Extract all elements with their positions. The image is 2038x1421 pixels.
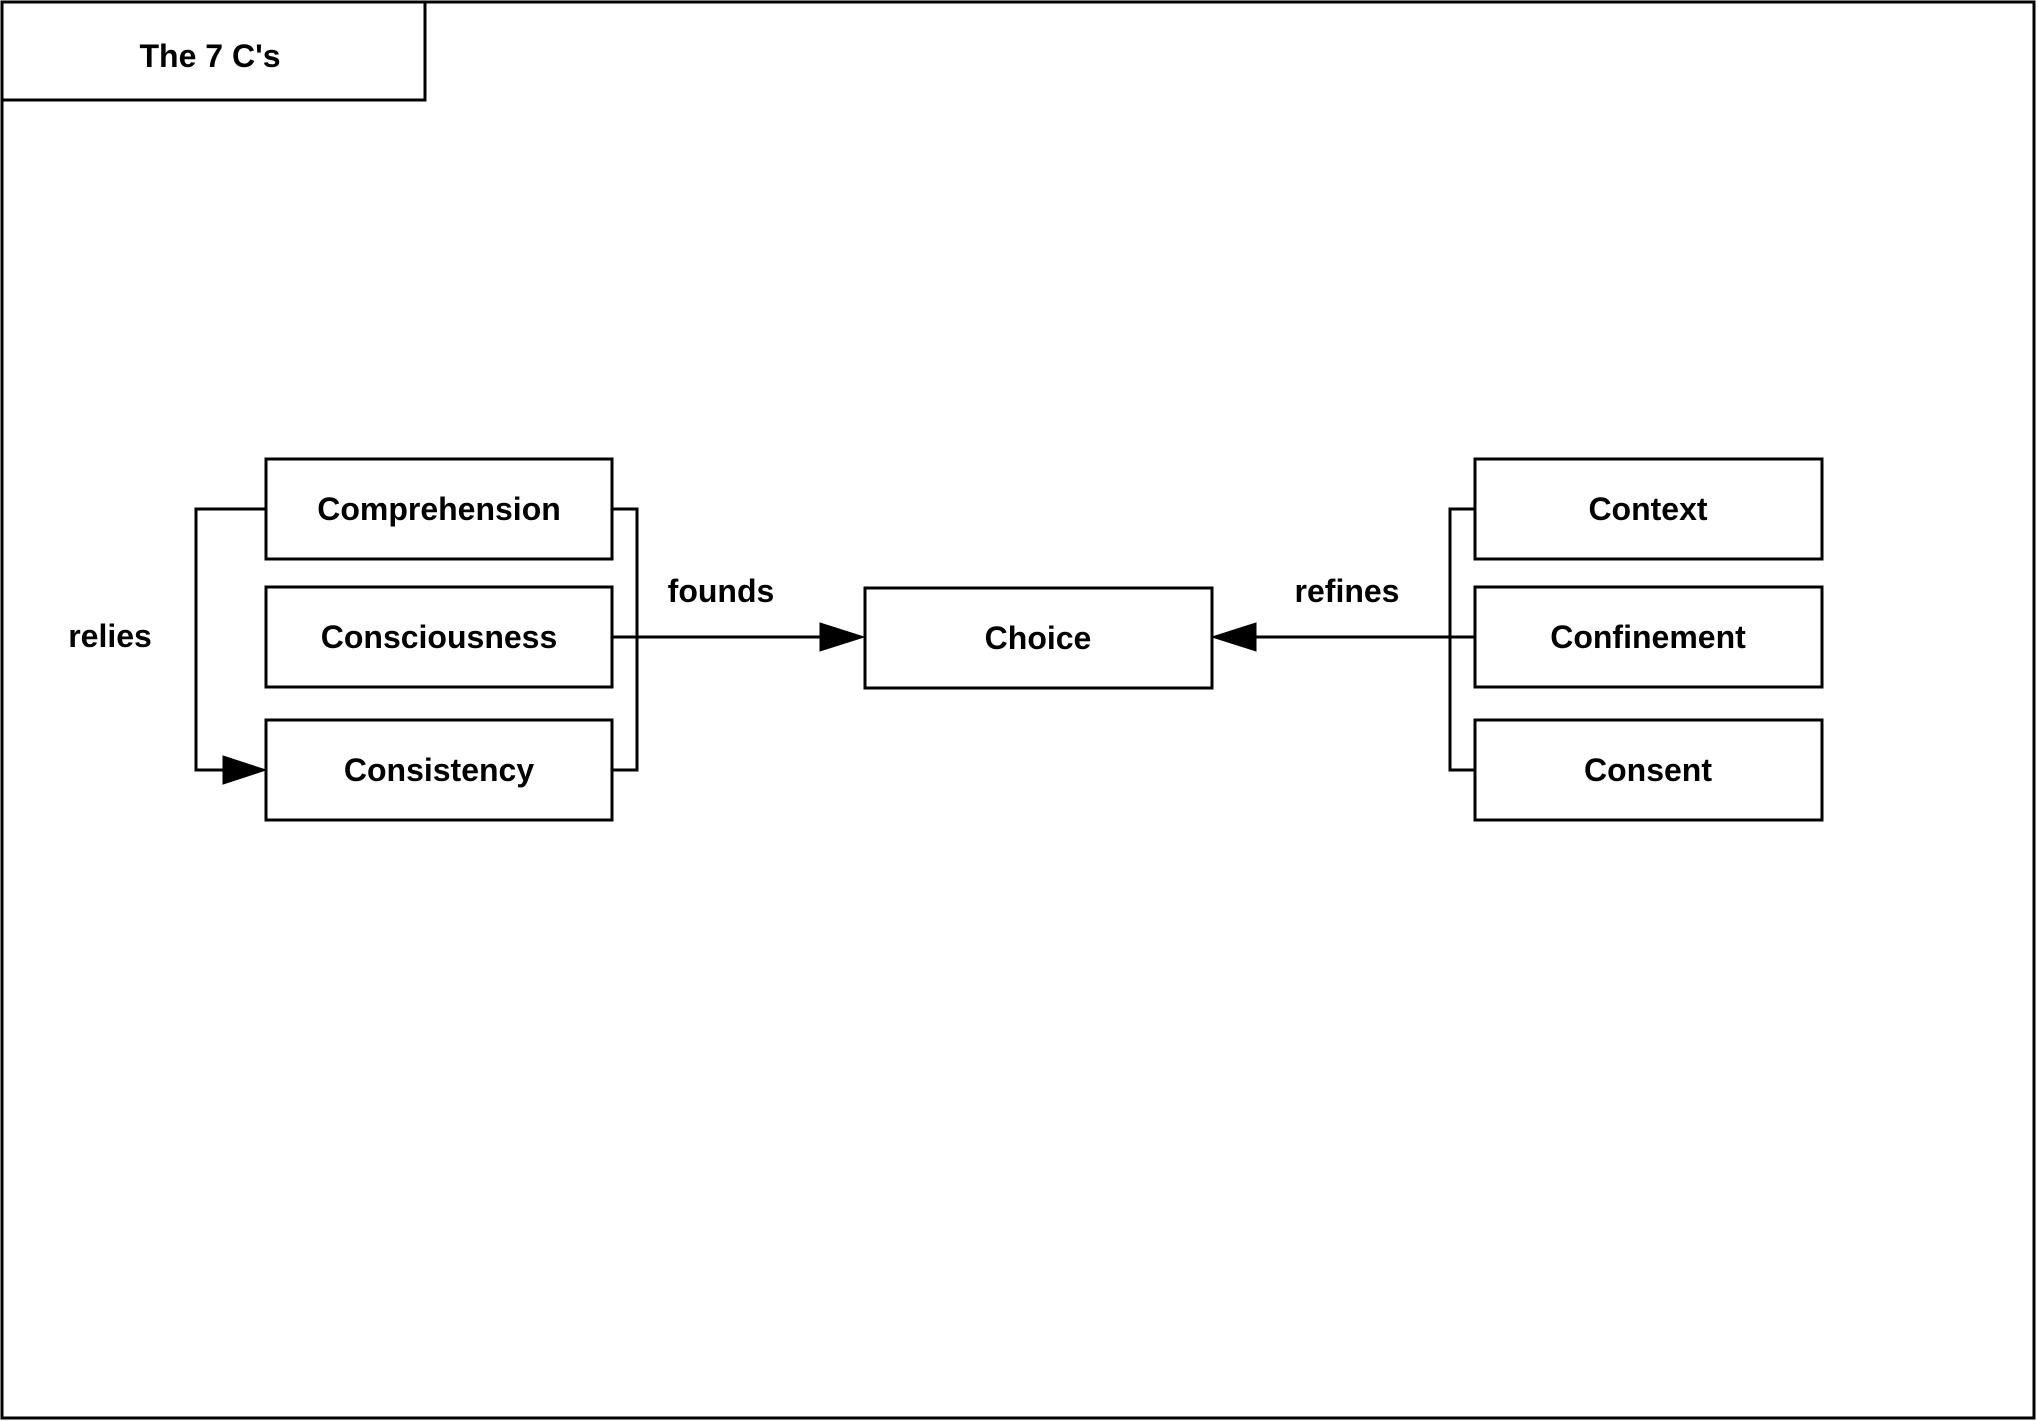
refines-arrowhead: [1210, 622, 1257, 652]
right-group-connectors: [1210, 507, 1475, 772]
frame-title: The 7 C's: [140, 38, 281, 74]
edge-label-relies: relies: [68, 618, 152, 654]
left-group-connectors: [194, 507, 866, 785]
node-choice[interactable]: Choice: [863, 586, 1214, 690]
node-context[interactable]: Context: [1473, 457, 1824, 561]
node-context-label: Context: [1588, 491, 1707, 527]
node-consistency-label: Consistency: [344, 752, 534, 788]
founds-arrowhead: [819, 622, 866, 652]
node-consent[interactable]: Consent: [1473, 718, 1824, 822]
node-confinement[interactable]: Confinement: [1473, 585, 1824, 689]
node-consciousness-box[interactable]: [264, 585, 614, 689]
node-comprehension-label: Comprehension: [317, 491, 561, 527]
frame-title-tab: [2, 2, 427, 102]
node-context-box[interactable]: [1473, 457, 1824, 561]
left-stack-bracket: [612, 507, 639, 772]
node-consciousness[interactable]: Consciousness: [264, 585, 614, 689]
edge-label-refines: refines: [1295, 573, 1400, 609]
relies-arrowhead: [222, 755, 268, 785]
edge-label-founds: founds: [668, 573, 775, 609]
right-stack-bracket: [1448, 507, 1475, 772]
node-consent-label: Consent: [1584, 752, 1712, 788]
node-comprehension-box[interactable]: [264, 457, 614, 561]
node-consistency-box[interactable]: [264, 718, 614, 822]
node-choice-label: Choice: [985, 620, 1092, 656]
node-consistency[interactable]: Consistency: [264, 718, 614, 822]
node-choice-box[interactable]: [863, 586, 1214, 690]
node-comprehension[interactable]: Comprehension: [264, 457, 614, 561]
relies-connector: [194, 507, 266, 772]
node-consent-box[interactable]: [1473, 718, 1824, 822]
node-confinement-label: Confinement: [1550, 619, 1746, 655]
node-confinement-box[interactable]: [1473, 585, 1824, 689]
node-consciousness-label: Consciousness: [321, 619, 558, 655]
